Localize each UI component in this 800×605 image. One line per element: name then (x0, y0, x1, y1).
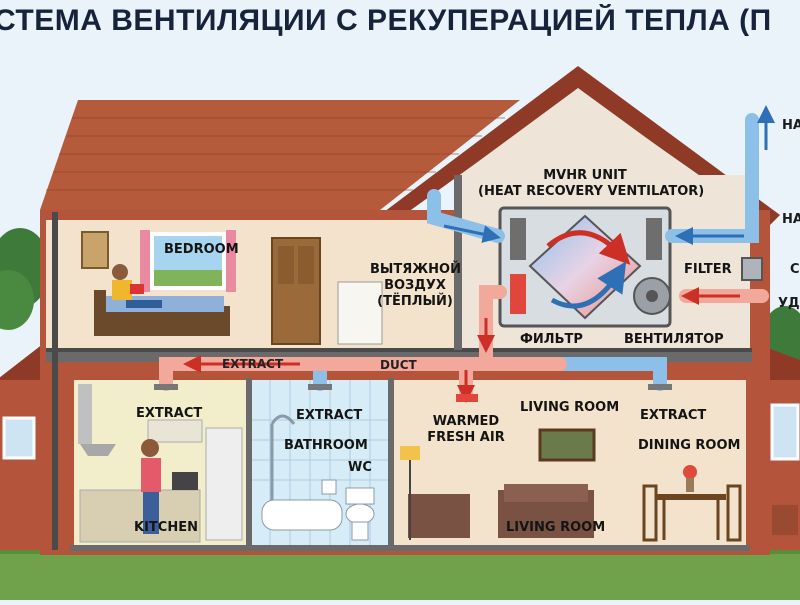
extract-bathroom-label: EXTRACT (296, 408, 363, 423)
mvhr-unit (498, 206, 672, 328)
living-furniture (400, 428, 742, 542)
kitchen-extract-vent (154, 384, 178, 390)
warm-air-arrows (183, 287, 740, 403)
bathroom-label: BATHROOM (284, 438, 368, 453)
duct-label: DUCT (380, 358, 417, 372)
bathroom-fixtures (261, 414, 375, 541)
dining-room-label: DINING ROOM (638, 438, 741, 453)
warmed-label-2: FRESH AIR (427, 430, 505, 445)
bedroom-window (140, 230, 236, 292)
extract-kitchen-label: EXTRACT (136, 406, 203, 421)
fan-unit-label: ВЕНТИЛЯТОР (624, 332, 724, 347)
exhaust-label-3: (ТЁПЛЫЙ) (377, 294, 453, 309)
outside-filter-label: FILTER (684, 262, 732, 277)
living-room-top-label: LIVING ROOM (520, 400, 620, 415)
lawn (0, 548, 800, 600)
wc-label: WC (348, 460, 372, 475)
side-label-3: С (790, 262, 800, 277)
wall-picture (81, 231, 109, 269)
diagram-title: СТЕМА ВЕНТИЛЯЦИИ С РЕКУПЕРАЦИЕЙ ТЕПЛА (П (0, 4, 772, 37)
tree-left (0, 228, 50, 330)
exhaust-label-1: ВЫТЯЖНОЙ (370, 262, 461, 277)
warmed-label-1: WARMED (432, 414, 500, 429)
exhaust-label-2: ВОЗДУХ (384, 278, 446, 293)
mvhr-label-1: MVHR UNIT (543, 168, 627, 183)
dresser (337, 281, 383, 345)
living-room-bottom-label: LIVING ROOM (506, 520, 606, 535)
side-label-2: НА (782, 212, 800, 227)
bathroom-extract-vent (308, 384, 332, 390)
outside-filter (741, 257, 763, 281)
extract-duct-label: EXTRACT (222, 357, 284, 371)
side-label-4: УДА (778, 296, 800, 311)
cool-air-arrows (443, 105, 775, 245)
side-label-1: НА (782, 118, 800, 133)
mvhr-label-2: (HEAT RECOVERY VENTILATOR) (478, 184, 705, 199)
filter-unit-label: ФИЛЬТР (520, 332, 583, 347)
extract-living-label: EXTRACT (640, 408, 707, 423)
bedroom-label: BEDROOM (164, 242, 239, 257)
kitchen-label: KITCHEN (134, 520, 198, 535)
living-extract-vent (648, 384, 672, 390)
kitchen-fixtures (78, 384, 243, 543)
supply-vent (456, 394, 478, 402)
person-reading (112, 264, 162, 308)
roof (40, 66, 780, 225)
bedroom-door (271, 237, 321, 345)
